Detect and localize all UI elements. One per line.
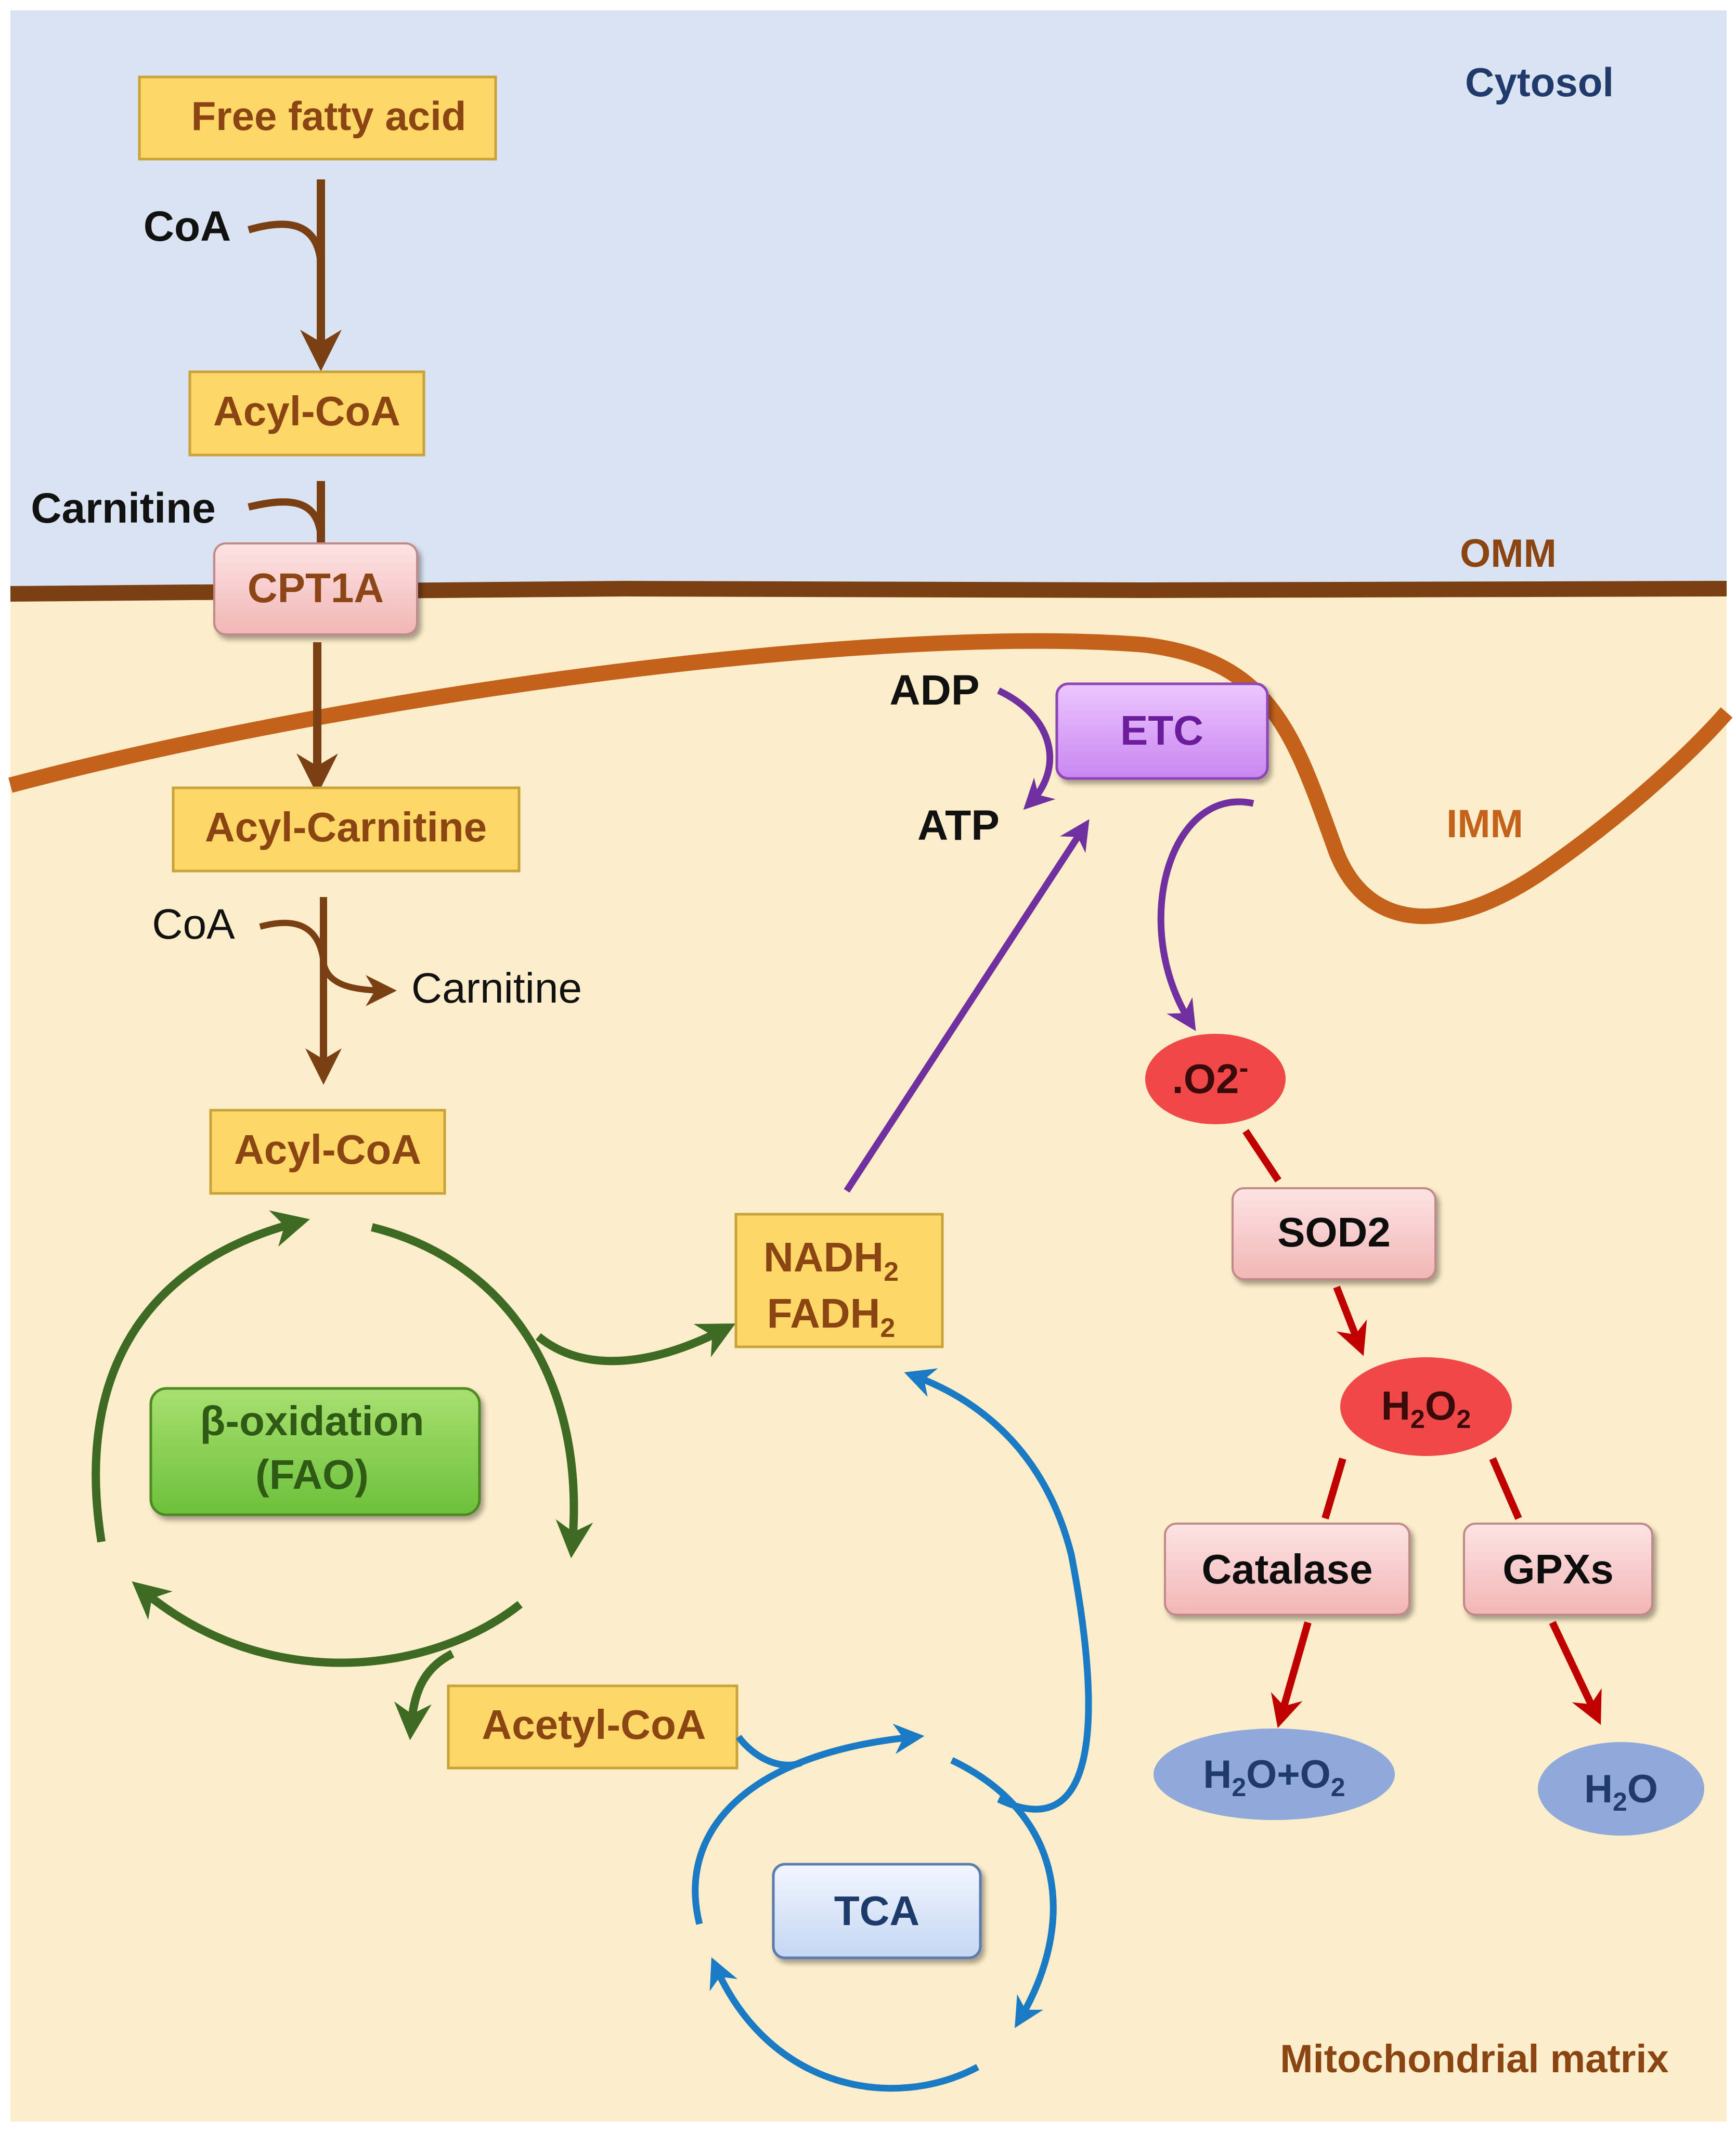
- adp-to-atp-arrow: [997, 687, 1056, 810]
- svg-text:NADH2: NADH2: [763, 1234, 899, 1287]
- etc-to-superoxide-arrow: [1157, 798, 1254, 1031]
- h2o-o2-sub1: 2: [1232, 1773, 1246, 1802]
- svg-text:H2O: H2O: [1584, 1767, 1658, 1816]
- fao-cycle-top-left: [92, 1210, 310, 1543]
- carnitine-out-label: Carnitine: [411, 965, 582, 1012]
- svg-text:.O2-: .O2-: [1172, 1052, 1249, 1102]
- tca-node: TCA: [772, 1863, 982, 1959]
- svg-text:Acyl-CoA: Acyl-CoA: [213, 388, 400, 434]
- matrix-label: Mitochondrial matrix: [1280, 2037, 1668, 2081]
- superoxide-to-sod2-arrow: [1242, 1129, 1281, 1183]
- superoxide-label: .O2: [1172, 1056, 1239, 1102]
- catalase-to-product-arrow: [1271, 1621, 1312, 1729]
- svg-text:FADH2: FADH2: [767, 1290, 896, 1343]
- cpt1a-enzyme: CPT1A: [213, 542, 418, 635]
- acyl-coa-cytosol-box: Acyl-CoA: [188, 370, 425, 457]
- fao-to-acetylcoa-branch: [394, 1649, 455, 1740]
- acetyl-coa-box: Acetyl-CoA: [447, 1684, 739, 1770]
- svg-text:(FAO): (FAO): [255, 1451, 369, 1498]
- coa-join-curve: [248, 220, 325, 263]
- svg-text:CPT1A: CPT1A: [248, 565, 384, 611]
- superoxide-charge: -: [1239, 1052, 1248, 1084]
- nadh-label: NADH: [763, 1234, 884, 1280]
- svg-text:H2O+O2: H2O+O2: [1203, 1752, 1345, 1802]
- atp-label: ATP: [917, 802, 1000, 849]
- nadh-fadh-box: NADH2 FADH2: [734, 1213, 944, 1348]
- h2o2-o: O: [1425, 1383, 1457, 1428]
- carnitine-in-label: Carnitine: [31, 485, 215, 532]
- etc-node: ETC: [1055, 682, 1269, 780]
- sod2-enzyme: SOD2: [1232, 1187, 1436, 1280]
- svg-text:SOD2: SOD2: [1277, 1209, 1391, 1255]
- beta-oxidation-node: β-oxidation (FAO): [149, 1387, 481, 1516]
- h2o-o2-sub2: 2: [1331, 1773, 1345, 1802]
- svg-text:β-oxidation: β-oxidation: [200, 1398, 424, 1444]
- svg-text:H2O2: H2O2: [1381, 1383, 1471, 1434]
- catalase-enzyme: Catalase: [1164, 1523, 1410, 1616]
- carnitine-join-curve: [248, 498, 325, 536]
- h2o-h: H: [1584, 1767, 1613, 1811]
- tca-cycle-bottom: [709, 1957, 980, 2092]
- gpxs-to-product-arrow: [1549, 1621, 1602, 1725]
- tca-to-nadh-arrow: [904, 1368, 1092, 1813]
- h2o2-sub2: 2: [1457, 1405, 1471, 1434]
- cytosol-label: Cytosol: [1465, 59, 1614, 105]
- h2o2-h: H: [1381, 1383, 1410, 1428]
- h2o2-to-gpxs-arrow: [1489, 1457, 1522, 1520]
- coa-matrix-curve: [259, 919, 397, 1006]
- h2o-o: O: [1627, 1767, 1658, 1811]
- fadh-label: FADH: [767, 1290, 880, 1336]
- fadh-subscript: 2: [880, 1313, 895, 1343]
- h2o-o2-h: H: [1203, 1752, 1232, 1797]
- fao-cycle-bottom: [132, 1581, 523, 1667]
- svg-text:GPXs: GPXs: [1502, 1546, 1613, 1592]
- tca-cycle-top-left: [692, 1723, 925, 1925]
- svg-text:Acetyl-CoA: Acetyl-CoA: [482, 1701, 706, 1748]
- svg-text:Acyl-CoA: Acyl-CoA: [234, 1126, 421, 1173]
- svg-text:TCA: TCA: [834, 1888, 919, 1934]
- nadh-subscript: 2: [884, 1257, 899, 1287]
- nadh-to-etc-arrow: [844, 819, 1090, 1193]
- imm-label: IMM: [1446, 802, 1523, 846]
- sod2-to-h2o2-arrow: [1333, 1285, 1367, 1356]
- superoxide-node: .O2-: [1145, 1034, 1286, 1124]
- tca-cycle-right: [950, 1757, 1057, 2029]
- gpxs-enzyme: GPXs: [1463, 1523, 1653, 1616]
- coa-matrix-label: CoA: [152, 901, 235, 948]
- fao-cycle-top-right: [371, 1223, 593, 1558]
- svg-text:Free fatty acid: Free fatty acid: [191, 93, 467, 139]
- svg-text:ETC: ETC: [1120, 707, 1203, 753]
- h2o2-sub1: 2: [1410, 1405, 1425, 1434]
- acyl-coa-matrix-box: Acyl-CoA: [209, 1109, 446, 1195]
- h2o2-to-catalase-arrow: [1322, 1458, 1346, 1519]
- water-product: H2O: [1538, 1742, 1704, 1836]
- h2o-sub1: 2: [1613, 1787, 1627, 1816]
- inner-mitochondrial-membrane: [8, 633, 1733, 924]
- svg-text:Acyl-Carnitine: Acyl-Carnitine: [205, 804, 487, 850]
- h2o-o2-rest: O+O: [1246, 1752, 1331, 1797]
- coa-in-label: CoA: [144, 203, 231, 250]
- h2o2-node: H2O2: [1340, 1357, 1512, 1456]
- water-oxygen-product: H2O+O2: [1154, 1729, 1395, 1820]
- omm-label: OMM: [1460, 531, 1557, 576]
- fao-to-nadh-branch: [535, 1323, 736, 1366]
- svg-text:Catalase: Catalase: [1201, 1546, 1372, 1592]
- free-fatty-acid-box: Free fatty acid: [138, 75, 497, 161]
- acyl-carnitine-box: Acyl-Carnitine: [172, 786, 521, 873]
- adp-label: ADP: [889, 667, 979, 714]
